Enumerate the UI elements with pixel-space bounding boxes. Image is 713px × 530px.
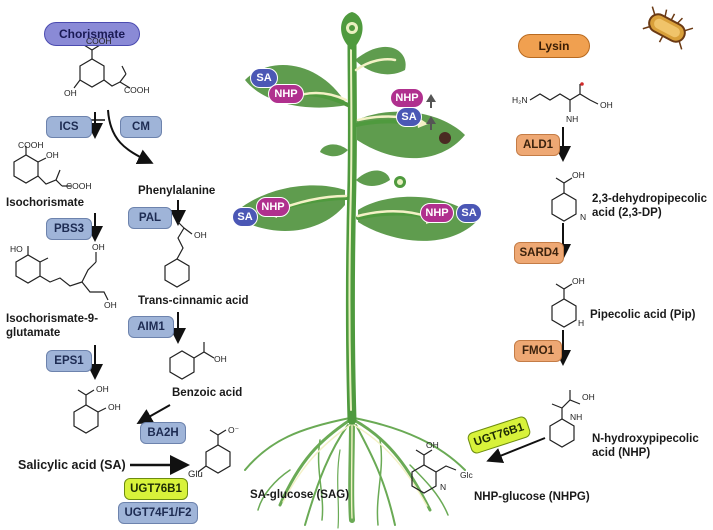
label-dehydropipecolic-2: acid (2,3-DP): [592, 207, 662, 219]
enzyme-aim1: AIM1: [128, 316, 174, 338]
up-arrow-icon: [426, 94, 436, 130]
nhp-nh2: NH: [570, 412, 583, 422]
chorismate-oh: OH: [64, 88, 77, 98]
label-dehydropipecolic-1: 2,3-dehydropipecolic: [592, 193, 708, 205]
label-salicylic-acid: Salicylic acid (SA): [18, 458, 126, 472]
nhp-oh: OH: [582, 392, 595, 402]
label-phenylalanine: Phenylalanine: [138, 185, 216, 197]
source-chorismate: Chorismate: [44, 22, 140, 46]
plant-nhp-middle-left: NHP: [256, 197, 290, 217]
isochorismate-oh: OH: [46, 150, 59, 160]
structure-pipecolic-acid: [551, 283, 577, 328]
enzyme-eps1: EPS1: [46, 350, 92, 372]
glutamate-oh: OH: [92, 242, 105, 252]
source-lysin: Lysin: [518, 34, 590, 58]
plant: [232, 12, 478, 529]
enzyme-ald1: ALD1: [516, 134, 560, 156]
plant-sa-upper-left: SA: [250, 68, 278, 88]
nhpg-n: N: [440, 482, 447, 492]
lysine-nh2: NH: [566, 114, 579, 124]
glutamate-ho: HO: [10, 244, 23, 254]
plant-bud: [341, 12, 406, 188]
cinnamic-oh: OH: [194, 230, 207, 240]
structure-isochorismate-9-glutamate: [15, 246, 109, 301]
structure-lysine: [529, 84, 599, 112]
pathogen-spot-icon: [439, 132, 451, 144]
label-nhp-1: N-hydroxypipecolic: [592, 433, 699, 445]
structure-chorismate: [73, 44, 131, 89]
right-pathway-arrows: [486, 127, 571, 463]
chemical-structures: [13, 44, 599, 494]
label-sa-glucose: SA-glucose (SAG): [250, 489, 350, 501]
structure-benzoic-acid: [169, 342, 215, 380]
chorismate-cooh: COOH: [86, 36, 112, 46]
nhpg-oh: OH: [426, 440, 439, 450]
plant-sa-middle-right: SA: [456, 203, 482, 223]
chorismate-cooh-2: COOH: [124, 85, 150, 95]
label-nhp-glucose: NHP-glucose (NHPG): [474, 491, 590, 503]
structure-n-hydroxypipecolic-acid: [549, 390, 581, 448]
enzyme-ba2h: BA2H: [140, 422, 186, 444]
plant-nhp-middle-right: NHP: [420, 203, 454, 223]
dp-n: N: [580, 212, 587, 222]
plant-nhp-upper-right: NHP: [390, 88, 424, 108]
left-pathway-arrows: [87, 109, 190, 475]
benzoic-oh: OH: [214, 354, 227, 364]
label-benzoic-acid: Benzoic acid: [172, 387, 243, 399]
isochorismate-cooh-2: COOH: [66, 181, 92, 191]
enzyme-sard4: SARD4: [514, 242, 564, 264]
pip-nh: H: [578, 318, 585, 328]
plant-nhp-upper-left: NHP: [268, 84, 304, 104]
lysine-oh: OH: [600, 100, 613, 110]
enzyme-cm: CM: [120, 116, 162, 138]
structure-isochorismate: [13, 146, 72, 187]
plant-sa-upper-right: SA: [396, 107, 422, 127]
label-isochorismate-9-glutamate-1: Isochorismate-9-: [6, 313, 99, 325]
salicylic-oh: OH: [96, 384, 109, 394]
lysine-h2n: H₂N: [512, 95, 528, 105]
label-isochorismate-9-glutamate-2: glutamate: [6, 327, 61, 339]
enzyme-ugt76b1-sa: UGT76B1: [124, 478, 188, 500]
enzyme-fmo1: FMO1: [514, 340, 562, 362]
structure-salicylic-acid: [73, 389, 107, 434]
structure-2-3-dehydropipecolic-acid: [551, 177, 577, 222]
enzyme-pal: PAL: [128, 207, 172, 229]
sag-o-minus: O⁻: [228, 425, 240, 435]
label-pipecolic-acid: Pipecolic acid (Pip): [590, 309, 696, 321]
structure-sa-glucose: [197, 429, 231, 474]
sag-glu: Glu: [188, 469, 203, 480]
enzyme-ugt74f1-f2: UGT74F1/F2: [118, 502, 198, 524]
enzyme-pbs3: PBS3: [46, 218, 92, 240]
dp-oh: OH: [572, 170, 585, 180]
enzyme-ics: ICS: [46, 116, 92, 138]
structure-nhp-glucose: [411, 449, 457, 494]
salicylic-oh-2: OH: [108, 402, 121, 412]
pip-oh: OH: [572, 276, 585, 286]
plant-sa-middle-left: SA: [232, 207, 258, 227]
label-nhp-2: acid (NHP): [592, 447, 651, 459]
isochorismate-cooh: COOH: [18, 140, 44, 150]
structure-trans-cinnamic-acid: [164, 221, 193, 288]
label-isochorismate: Isochorismate: [6, 197, 84, 209]
nhpg-glc: Glc: [460, 470, 473, 480]
oxygen-atoms: [580, 82, 584, 86]
glutamate-oh-2: OH: [104, 300, 117, 310]
roots: [244, 417, 466, 529]
label-trans-cinnamic-acid: Trans-cinnamic acid: [138, 295, 249, 307]
bacterium-icon: [642, 6, 694, 50]
